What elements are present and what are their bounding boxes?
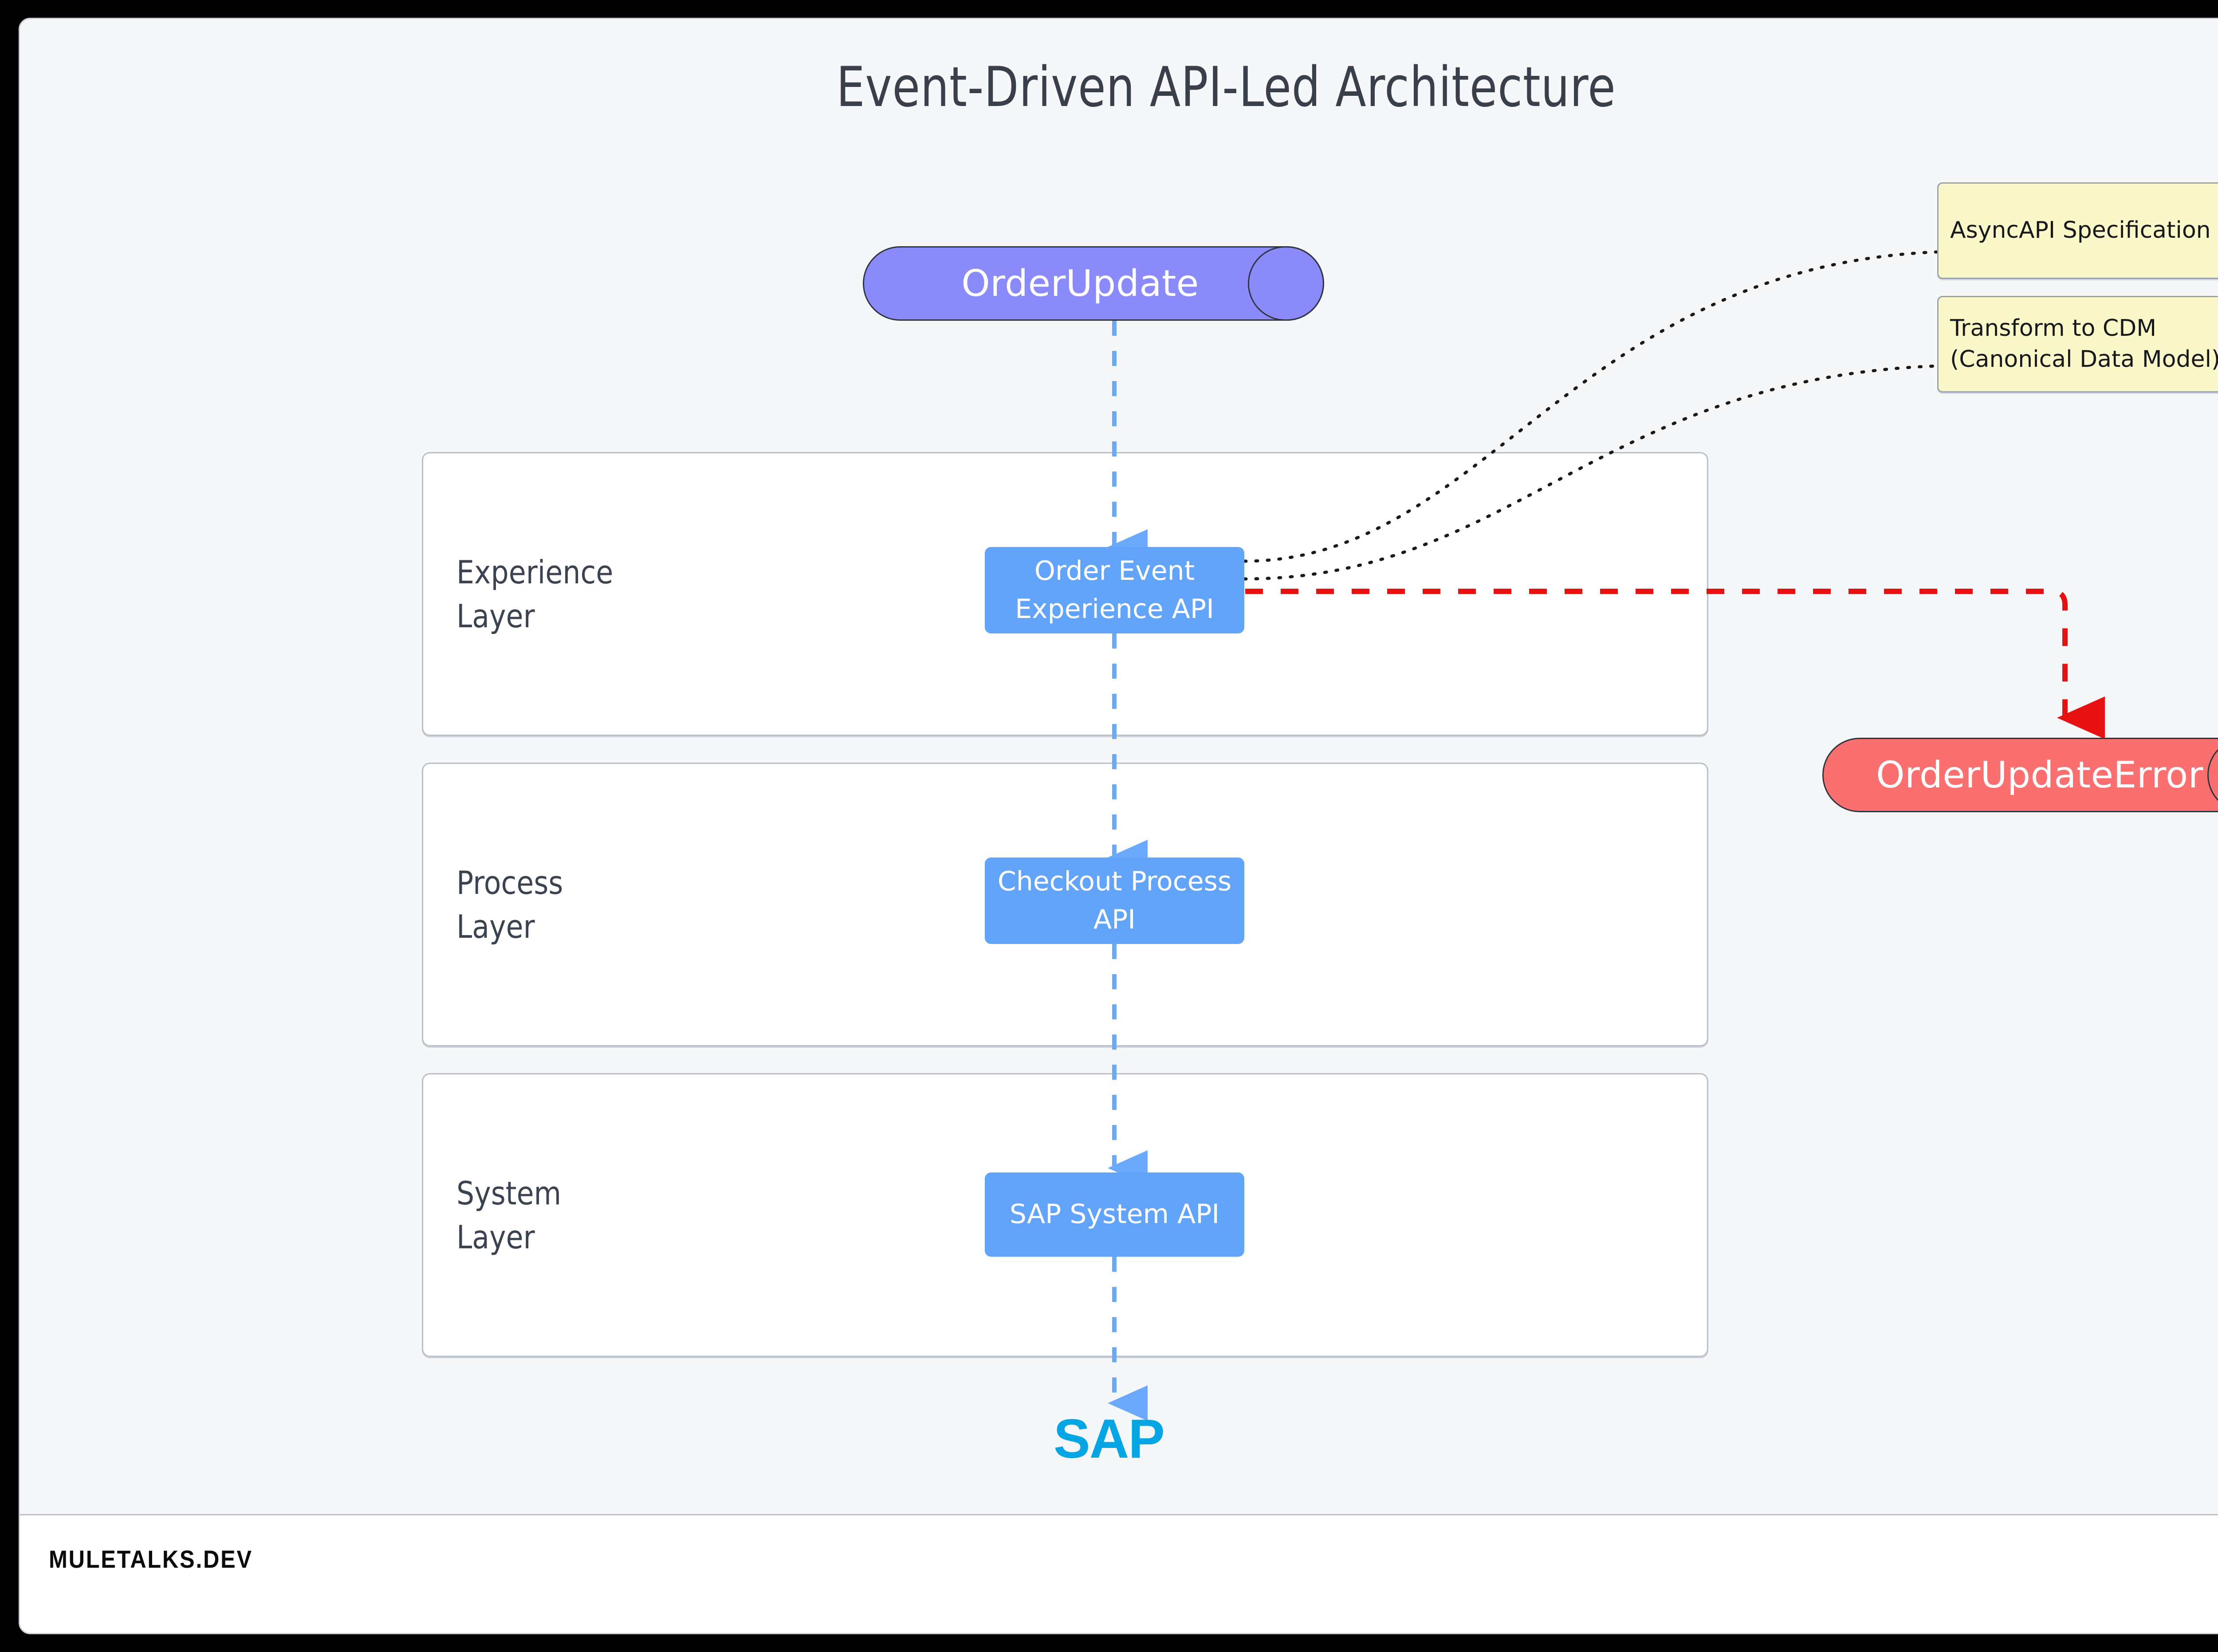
layer-label-process: Process Layer: [456, 864, 563, 946]
cylinder-cap: [2207, 738, 2218, 812]
api-node-sap-system[interactable]: SAP System API: [985, 1172, 1244, 1257]
page-title: Event-Driven API-Led Architecture: [836, 55, 1616, 119]
note-transform-to-cdm[interactable]: Transform to CDM (Canonical Data Model): [1937, 296, 2218, 393]
note-asyncapi-specification[interactable]: AsyncAPI Specification: [1937, 182, 2218, 279]
event-label: OrderUpdateError: [1876, 754, 2203, 796]
event-cylinder-orderupdateerror[interactable]: OrderUpdateError: [1822, 738, 2218, 812]
event-label: OrderUpdate: [961, 262, 1199, 305]
api-node-checkout-process[interactable]: Checkout Process API: [985, 857, 1244, 944]
api-node-order-event-experience[interactable]: Order Event Experience API: [985, 547, 1244, 633]
layer-label-experience: Experience Layer: [456, 554, 613, 635]
layer-label-system: System Layer: [456, 1175, 562, 1256]
footer-site-label: MULETALKS.DEV: [49, 1545, 253, 1573]
backend-sap-logo: SAP: [1054, 1408, 1165, 1470]
event-cylinder-orderupdate[interactable]: OrderUpdate: [863, 246, 1324, 321]
diagram-canvas: Event-Driven API-Led Architecture Experi…: [19, 18, 2218, 1515]
cylinder-cap: [1248, 246, 1324, 321]
